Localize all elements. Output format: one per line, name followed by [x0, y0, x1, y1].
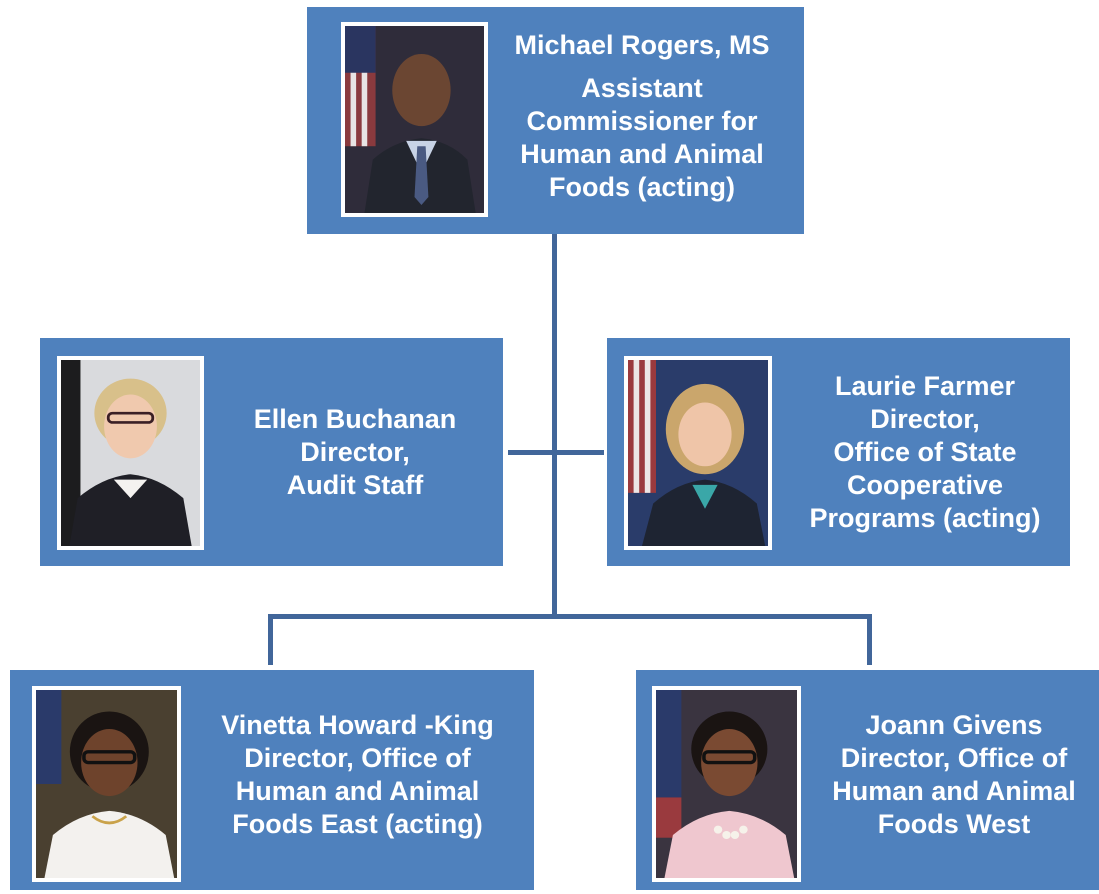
person-title-line: Programs (acting): [809, 502, 1041, 533]
node-text: Joann Givens Director, Office of Human a…: [806, 670, 1099, 880]
portrait-joann-givens: [656, 690, 797, 878]
person-name: Joann Givens: [865, 710, 1043, 740]
photo-frame: [652, 686, 801, 882]
portrait-laurie-farmer: [628, 360, 768, 546]
portrait-ellen-buchanan: [61, 360, 200, 546]
person-title-line: Office of State: [833, 436, 1017, 467]
person-title-line: Director, Office of: [840, 743, 1068, 773]
portrait-michael-rogers: [345, 26, 484, 213]
person-title-line: Assistant: [581, 73, 703, 103]
portrait-photo: [36, 690, 177, 878]
person-name: Michael Rogers, MS: [514, 30, 770, 60]
person-title-line: Human and Animal: [520, 139, 764, 169]
org-node-state-cooperative-programs: Laurie Farmer Director, Office of State …: [607, 338, 1070, 566]
photo-frame: [57, 356, 204, 550]
person-name: Ellen Buchanan: [253, 403, 457, 434]
person-name: Laurie Farmer: [834, 370, 1016, 401]
connector-drop-left: [268, 614, 273, 665]
node-text: Michael Rogers, MS Assistant Commissione…: [487, 25, 797, 225]
connector-drop-right: [867, 614, 872, 665]
portrait-vinetta-howard-king: [36, 690, 177, 878]
person-title-line: Director,: [300, 436, 410, 467]
org-node-assistant-commissioner: Michael Rogers, MS Assistant Commissione…: [307, 7, 804, 234]
person-title-line: Audit Staff: [286, 469, 424, 500]
person-title-line: Cooperative: [846, 469, 1004, 500]
portrait-photo: [61, 360, 200, 546]
person-title-line: Human and Animal: [832, 776, 1076, 806]
person-title-line: Foods East (acting): [232, 809, 483, 839]
portrait-photo: [628, 360, 768, 546]
connector-horizontal-bottom: [268, 614, 872, 619]
person-title-line: Director, Office of: [244, 743, 471, 773]
portrait-photo: [345, 26, 484, 213]
person-title-line: Human and Animal: [235, 776, 480, 806]
photo-frame: [32, 686, 181, 882]
node-text: Ellen Buchanan Director, Audit Staff: [210, 338, 500, 566]
connector-horizontal-middle: [508, 450, 604, 455]
node-text: Laurie Farmer Director, Office of State …: [777, 338, 1073, 566]
person-title-line: Commissioner for: [526, 106, 758, 136]
portrait-photo: [656, 690, 797, 878]
node-text: Vinetta Howard -King Director, Office of…: [185, 670, 530, 880]
person-name: Vinetta Howard -King: [221, 710, 494, 740]
org-node-foods-east: Vinetta Howard -King Director, Office of…: [10, 670, 534, 890]
person-title-line: Foods West: [877, 809, 1031, 839]
org-node-audit-staff: Ellen Buchanan Director, Audit Staff: [40, 338, 503, 566]
person-title-line: Director,: [870, 403, 980, 434]
person-title-line: Foods (acting): [549, 172, 735, 202]
photo-frame: [624, 356, 772, 550]
photo-frame: [341, 22, 488, 217]
org-node-foods-west: Joann Givens Director, Office of Human a…: [636, 670, 1099, 890]
connector-vertical-main: [552, 234, 557, 618]
